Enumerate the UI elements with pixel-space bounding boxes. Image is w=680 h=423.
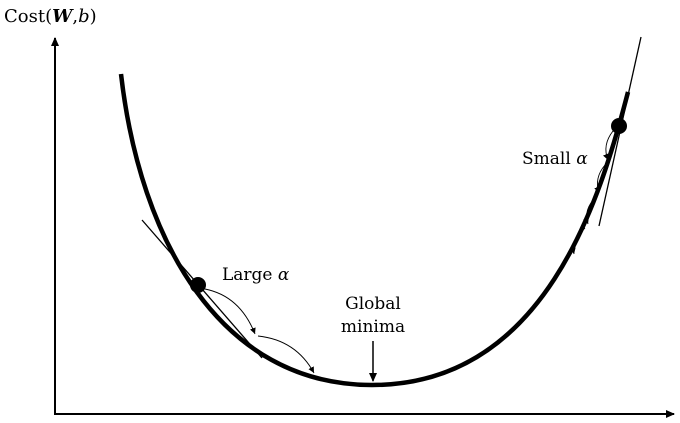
- global-minima-label-line1: Global: [345, 294, 401, 314]
- global-minima-label-line2: minima: [341, 317, 405, 337]
- large-alpha-point: [190, 277, 206, 293]
- small-step-arrow-4: [569, 227, 586, 255]
- small-alpha-label: Small α: [522, 149, 588, 169]
- small-step-arrow-2: [594, 164, 606, 194]
- small-step-arrow-1: [602, 130, 614, 161]
- large-step-arrow-1: [204, 288, 256, 335]
- large-alpha-label: Large α: [222, 265, 290, 285]
- cost-curve: [118, 73, 631, 388]
- small-step-arrow-3: [583, 196, 597, 225]
- large-step-arrow-2: [257, 335, 315, 374]
- small-alpha-point: [611, 118, 627, 134]
- y-axis-label: Cost(W,b): [4, 6, 97, 27]
